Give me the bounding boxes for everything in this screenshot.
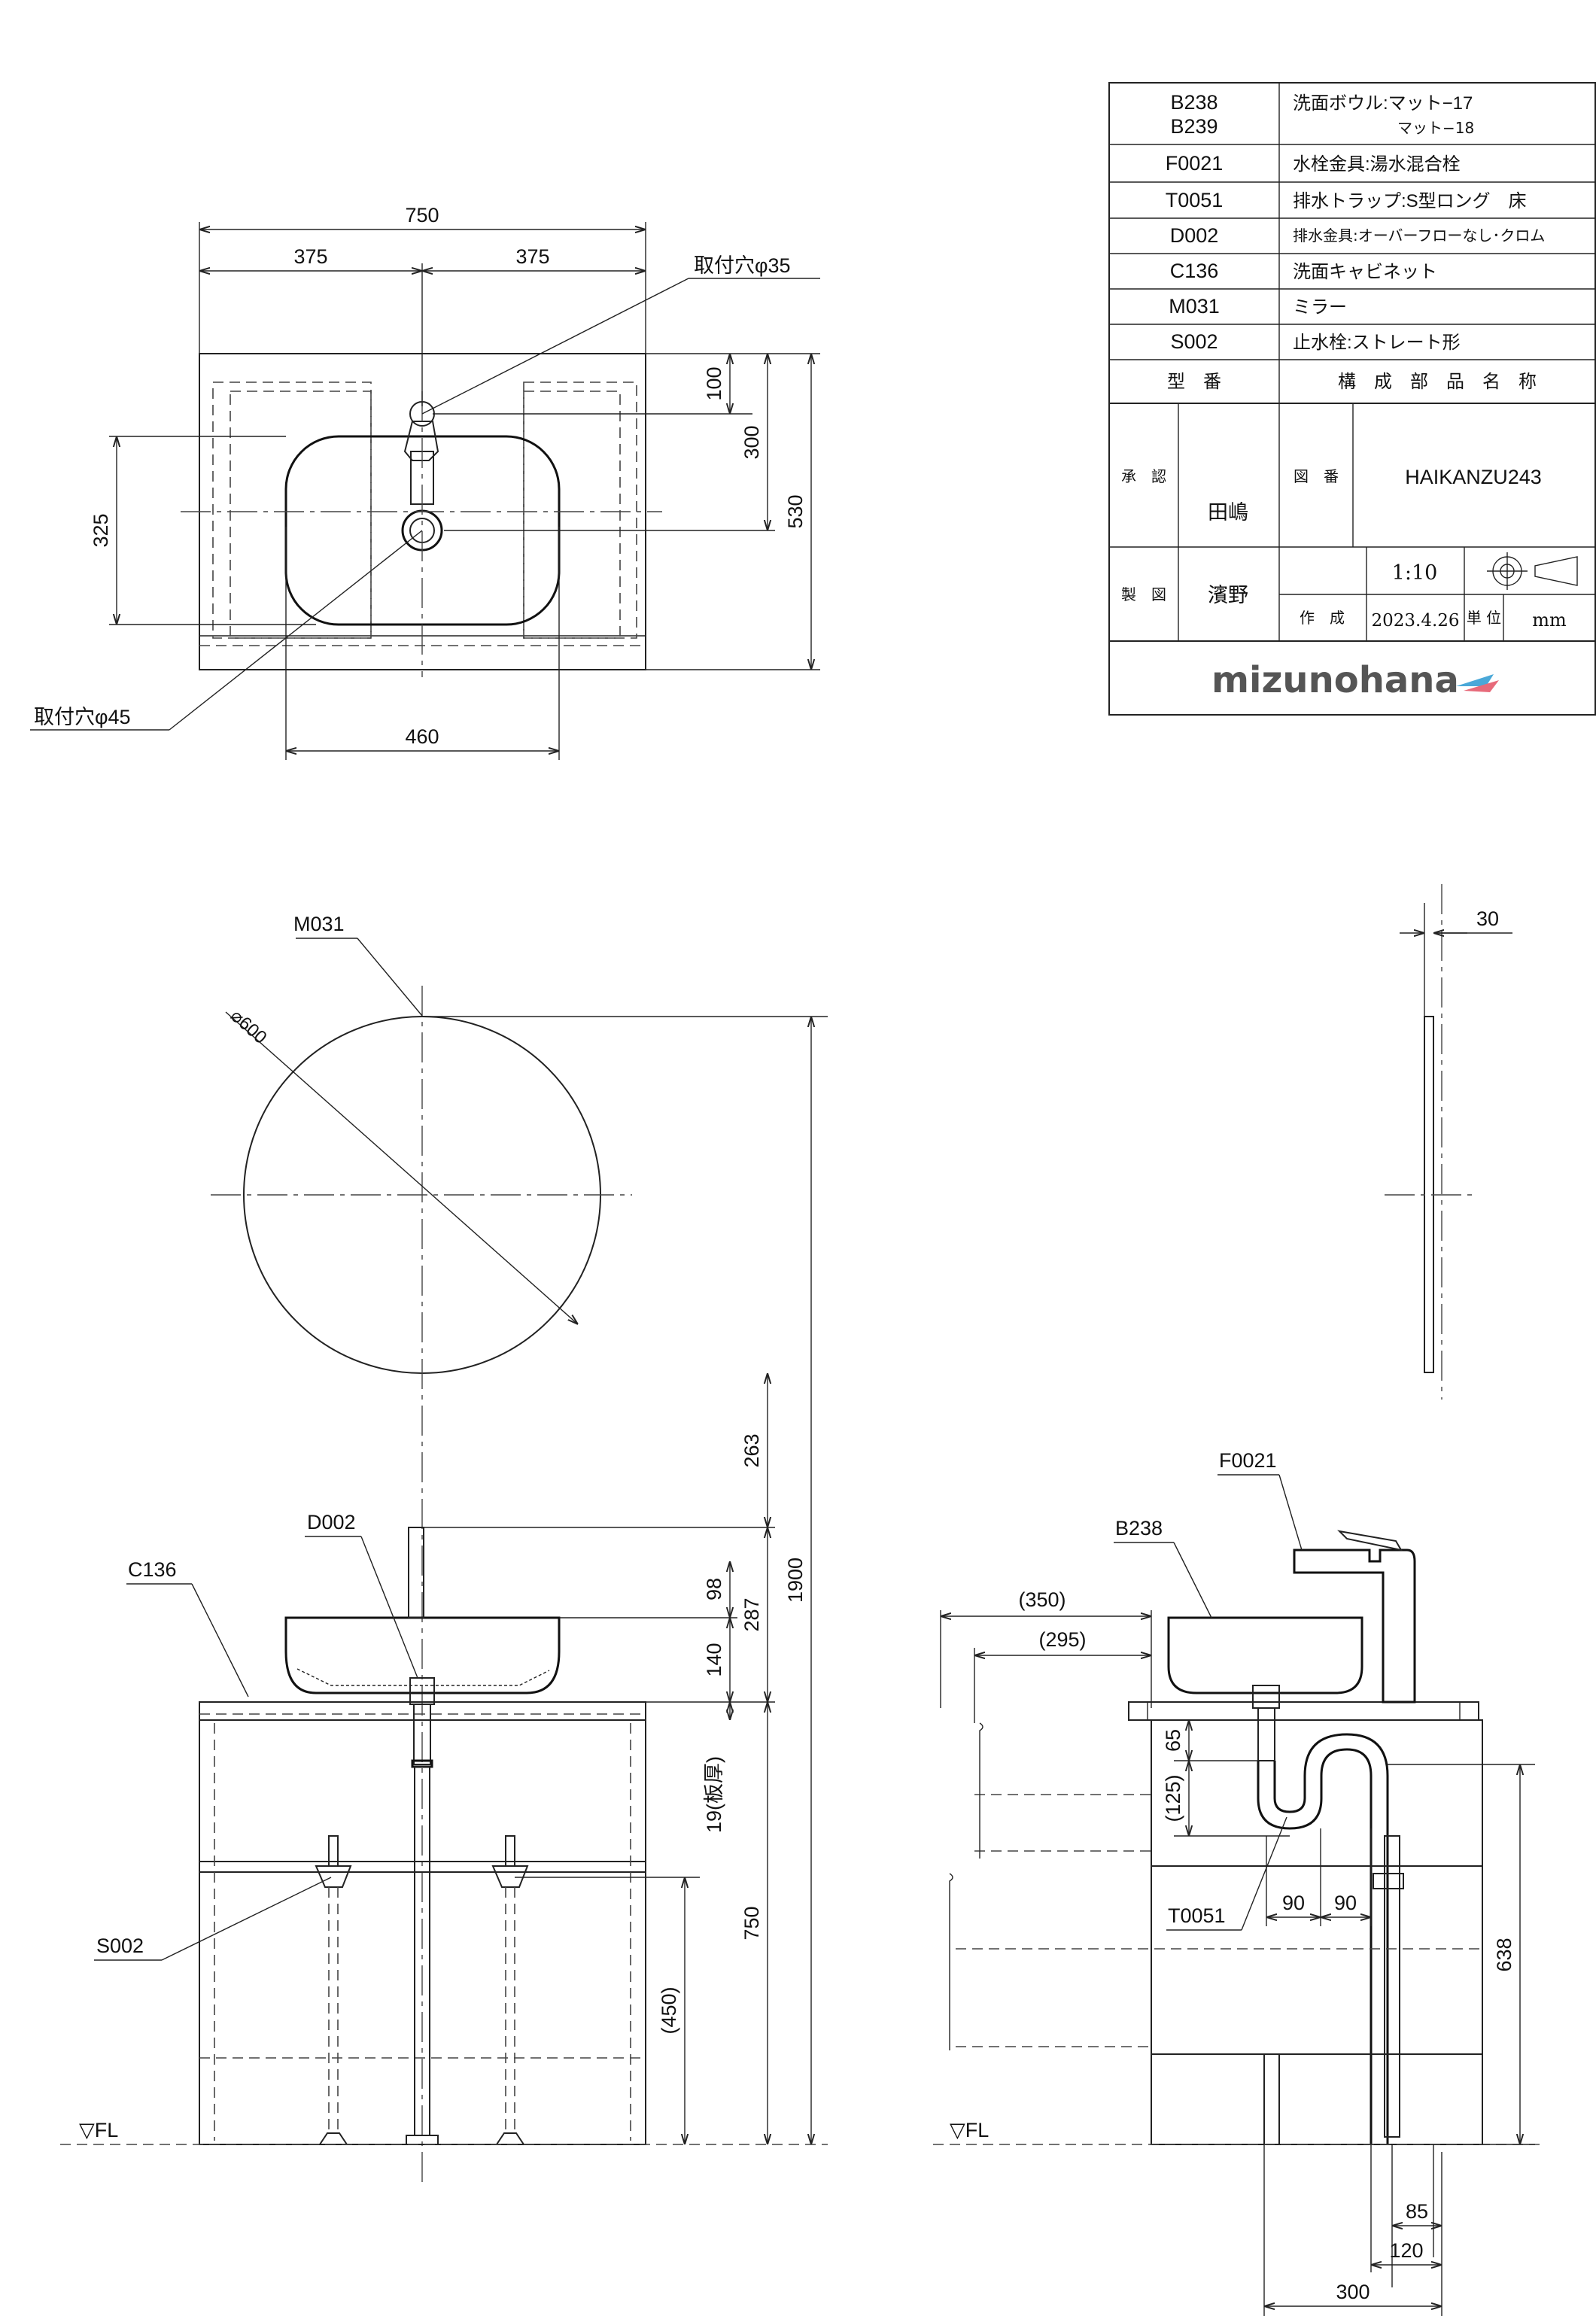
part-code-s002: S002 <box>1170 330 1218 353</box>
label-b238: B238 <box>1115 1517 1163 1539</box>
drawing-number: HAIKANZU243 <box>1405 466 1542 488</box>
dim-side-120: 120 <box>1389 2239 1423 2262</box>
dim-top-750: 750 <box>405 204 439 226</box>
dim-side-85: 85 <box>1406 2200 1428 2223</box>
dim-side-125: (125) <box>1162 1774 1184 1822</box>
dim-front-450: (450) <box>658 1986 680 2034</box>
brand-logo: mizunohana <box>1211 659 1499 701</box>
created-label: 作 成 <box>1300 609 1345 627</box>
drafter-label: 製 図 <box>1121 585 1166 603</box>
part-name-cabinet: 洗面キャビネット <box>1293 262 1437 282</box>
part-code-b238: B238 <box>1170 91 1218 114</box>
approver-name: 田嶋 <box>1208 501 1248 524</box>
part-name-faucet: 水栓金具:湯水混合栓 <box>1293 154 1461 175</box>
dim-top-375-right: 375 <box>515 245 549 268</box>
dim-front-19: 19(板厚) <box>703 1756 725 1833</box>
projection-symbol-icon <box>1487 552 1578 590</box>
dim-top-100: 100 <box>703 366 725 400</box>
floor-level-front: ▽FL <box>79 2119 118 2141</box>
dim-side-30: 30 <box>1476 907 1499 930</box>
part-name-trap: 排水トラップ:S型ロング 床 <box>1293 191 1527 211</box>
dim-side-295: (295) <box>1038 1628 1086 1651</box>
dim-front-1900: 1900 <box>784 1558 807 1603</box>
drawing-no-label: 図 番 <box>1294 467 1339 485</box>
part-code-m031: M031 <box>1169 295 1220 318</box>
part-name-drain: 排水金具:オーバーフローなし･クロム <box>1293 226 1545 245</box>
part-code-b239: B239 <box>1170 115 1218 138</box>
label-c136: C136 <box>128 1558 177 1581</box>
scale-value: 1:10 <box>1392 561 1438 585</box>
dim-top-375-left: 375 <box>293 245 327 268</box>
dim-side-300: 300 <box>1336 2281 1370 2303</box>
stop-valve-right <box>491 1835 529 2145</box>
label-f0021: F0021 <box>1219 1449 1277 1472</box>
dim-front-98: 98 <box>703 1578 725 1600</box>
part-code-t0051: T0051 <box>1166 189 1224 211</box>
header-part-name: 構 成 部 品 名 称 <box>1338 372 1537 392</box>
dim-side-638: 638 <box>1493 1938 1515 1971</box>
dim-top-300: 300 <box>740 425 763 459</box>
dim-side-350: (350) <box>1018 1588 1066 1611</box>
label-m031: M031 <box>293 913 345 935</box>
dim-top-530: 530 <box>784 494 807 528</box>
dim-front-140: 140 <box>703 1643 725 1676</box>
floor-level-side: ▽FL <box>950 2119 989 2141</box>
part-name-mirror: ミラー <box>1293 297 1347 318</box>
side-view: 30 ▽FL F0021 B238 <box>933 884 1543 2316</box>
part-name-bowl-2: マット−18 <box>1397 119 1474 137</box>
top-view: 750 375 375 取付穴φ35 取付穴φ45 100 300 530 32… <box>30 204 820 760</box>
part-code-f0021: F0021 <box>1166 152 1224 175</box>
dim-front-287: 287 <box>740 1597 763 1631</box>
part-name-stop-valve: 止水栓:ストレート形 <box>1293 333 1461 353</box>
mirror-diameter: ⌀600 <box>226 1005 271 1048</box>
header-model-no: 型 番 <box>1167 372 1221 392</box>
dim-top-460: 460 <box>405 725 439 748</box>
front-view: ⌀600 M031 <box>60 913 828 2182</box>
label-faucet-hole: 取付穴φ35 <box>694 254 791 277</box>
dim-front-750: 750 <box>740 1906 763 1940</box>
label-drain-hole: 取付穴φ45 <box>34 706 131 728</box>
approve-label: 承 認 <box>1121 467 1166 485</box>
brand-logo-text: mizunohana <box>1211 659 1459 701</box>
created-date: 2023.4.26 <box>1371 611 1459 631</box>
label-d002: D002 <box>307 1511 356 1533</box>
unit-value: mm <box>1532 609 1567 631</box>
dim-side-65: 65 <box>1162 1729 1184 1752</box>
dim-side-90a: 90 <box>1282 1892 1305 1914</box>
dim-top-325: 325 <box>90 513 112 547</box>
dim-front-263: 263 <box>740 1433 763 1467</box>
label-s002: S002 <box>96 1935 144 1957</box>
parts-table: B238 B239 洗面ボウル:マット−17 マット−18 F0021 水栓金具… <box>1108 82 1596 716</box>
part-name-bowl: 洗面ボウル:マット−17 <box>1293 93 1473 114</box>
dim-side-90b: 90 <box>1334 1892 1357 1914</box>
label-t0051: T0051 <box>1168 1904 1226 1927</box>
part-code-d002: D002 <box>1170 224 1219 247</box>
unit-label: 単 位 <box>1467 609 1501 627</box>
part-code-c136: C136 <box>1170 260 1219 282</box>
stop-valve-left <box>315 1835 352 2145</box>
drafter-name: 濱野 <box>1208 584 1248 607</box>
